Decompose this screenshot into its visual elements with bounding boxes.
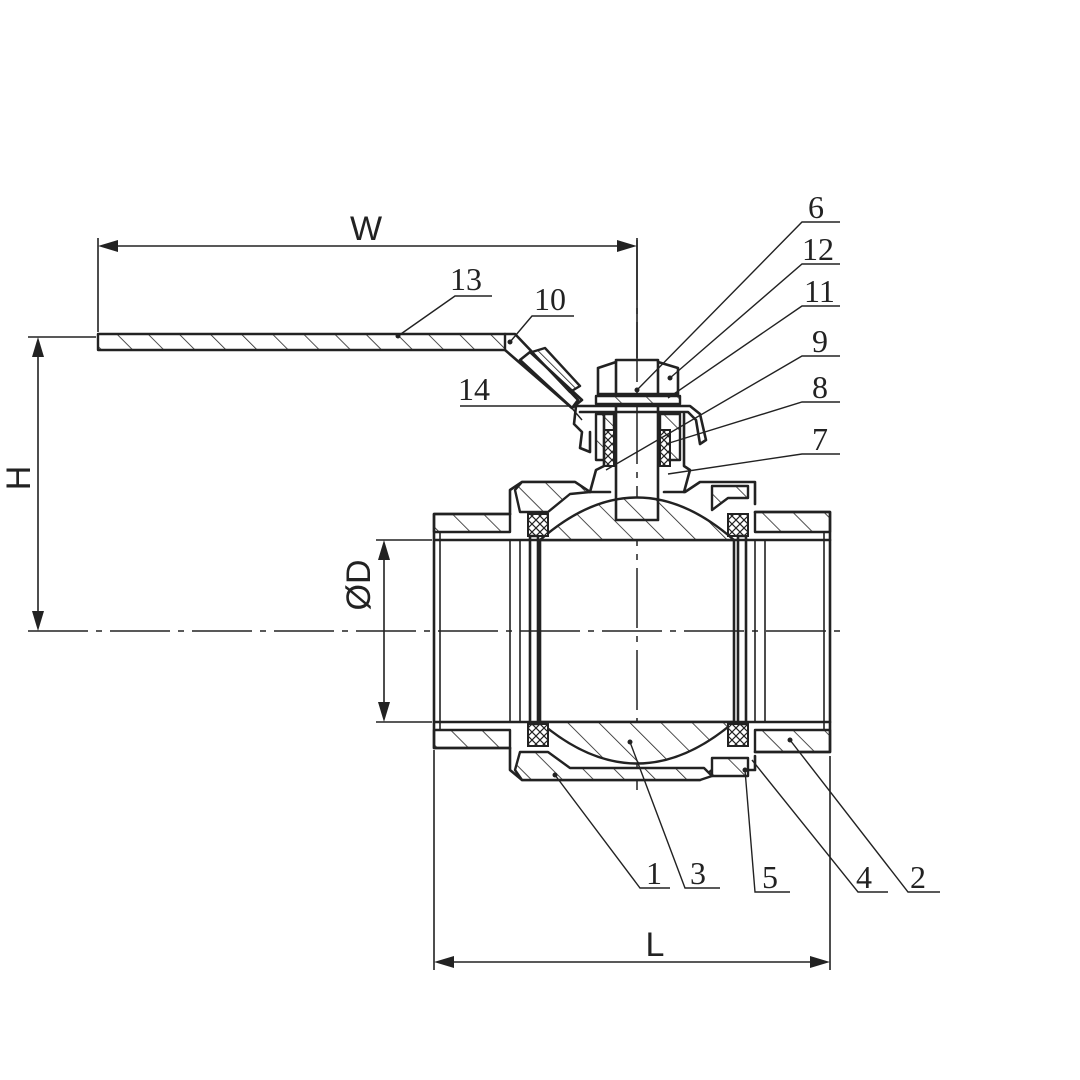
stem-packing-left (603, 429, 615, 467)
left-end-outline (432, 512, 512, 750)
callouts: 13 10 14 6 12 11 9 8 7 1 (395, 189, 940, 895)
dimension-w: W (97, 210, 638, 358)
callout-7: 7 (812, 421, 828, 457)
callout-4: 4 (856, 859, 872, 895)
dimension-l: L (433, 750, 831, 970)
stem (614, 358, 660, 522)
seat-bottom-right (727, 723, 749, 747)
callout-9: 9 (812, 323, 828, 359)
dimension-l-label: L (646, 926, 665, 964)
right-end-outline (753, 510, 832, 754)
dimension-d: ØD (340, 539, 432, 723)
seat-bottom-left (527, 723, 549, 747)
right-end-bottom-wall (753, 728, 832, 754)
ball (538, 496, 736, 765)
left-end-top-wall (432, 512, 512, 534)
callout-12: 12 (802, 231, 834, 267)
handle-sleeve-outline (518, 350, 584, 410)
stem-packing-right (659, 429, 671, 467)
stop-plate (574, 404, 708, 446)
callout-5: 5 (762, 859, 778, 895)
callout-6: 6 (808, 189, 824, 225)
left-end-bottom-wall (432, 728, 512, 750)
stem-nut (596, 360, 680, 396)
right-end-top-wall (753, 510, 832, 534)
right-cap-lower-flange (710, 756, 750, 778)
handle-lever (96, 332, 507, 352)
callout-2: 2 (910, 859, 926, 895)
stem-assembly (572, 358, 708, 522)
valve-body (432, 480, 757, 782)
callout-11: 11 (804, 273, 835, 309)
callout-13: 13 (450, 261, 482, 297)
callout-3: 3 (690, 855, 706, 891)
callout-1: 1 (646, 855, 662, 891)
right-end-cap (710, 484, 832, 778)
callout-8: 8 (812, 369, 828, 405)
dimension-d-label: ØD (340, 560, 378, 611)
handle (96, 332, 584, 410)
dimension-h-label: H (0, 466, 38, 491)
right-cap-flange (710, 484, 750, 512)
seat-left-ring (528, 534, 540, 726)
seat-top-left (527, 513, 549, 537)
lock-washer (594, 394, 682, 406)
handle-grip-sleeve (530, 346, 582, 394)
seat-right-ring (736, 534, 748, 726)
dimension-h: H (0, 336, 96, 631)
callout-14: 14 (458, 371, 490, 407)
seats (527, 513, 749, 747)
seat-top-right (727, 513, 749, 537)
bonnet-neck (588, 412, 692, 494)
handle-bracket (572, 404, 592, 454)
callout-10: 10 (534, 281, 566, 317)
dimension-w-label: W (350, 210, 382, 248)
body-upper-wall (513, 480, 592, 514)
ball-bottom-segment (538, 720, 736, 765)
